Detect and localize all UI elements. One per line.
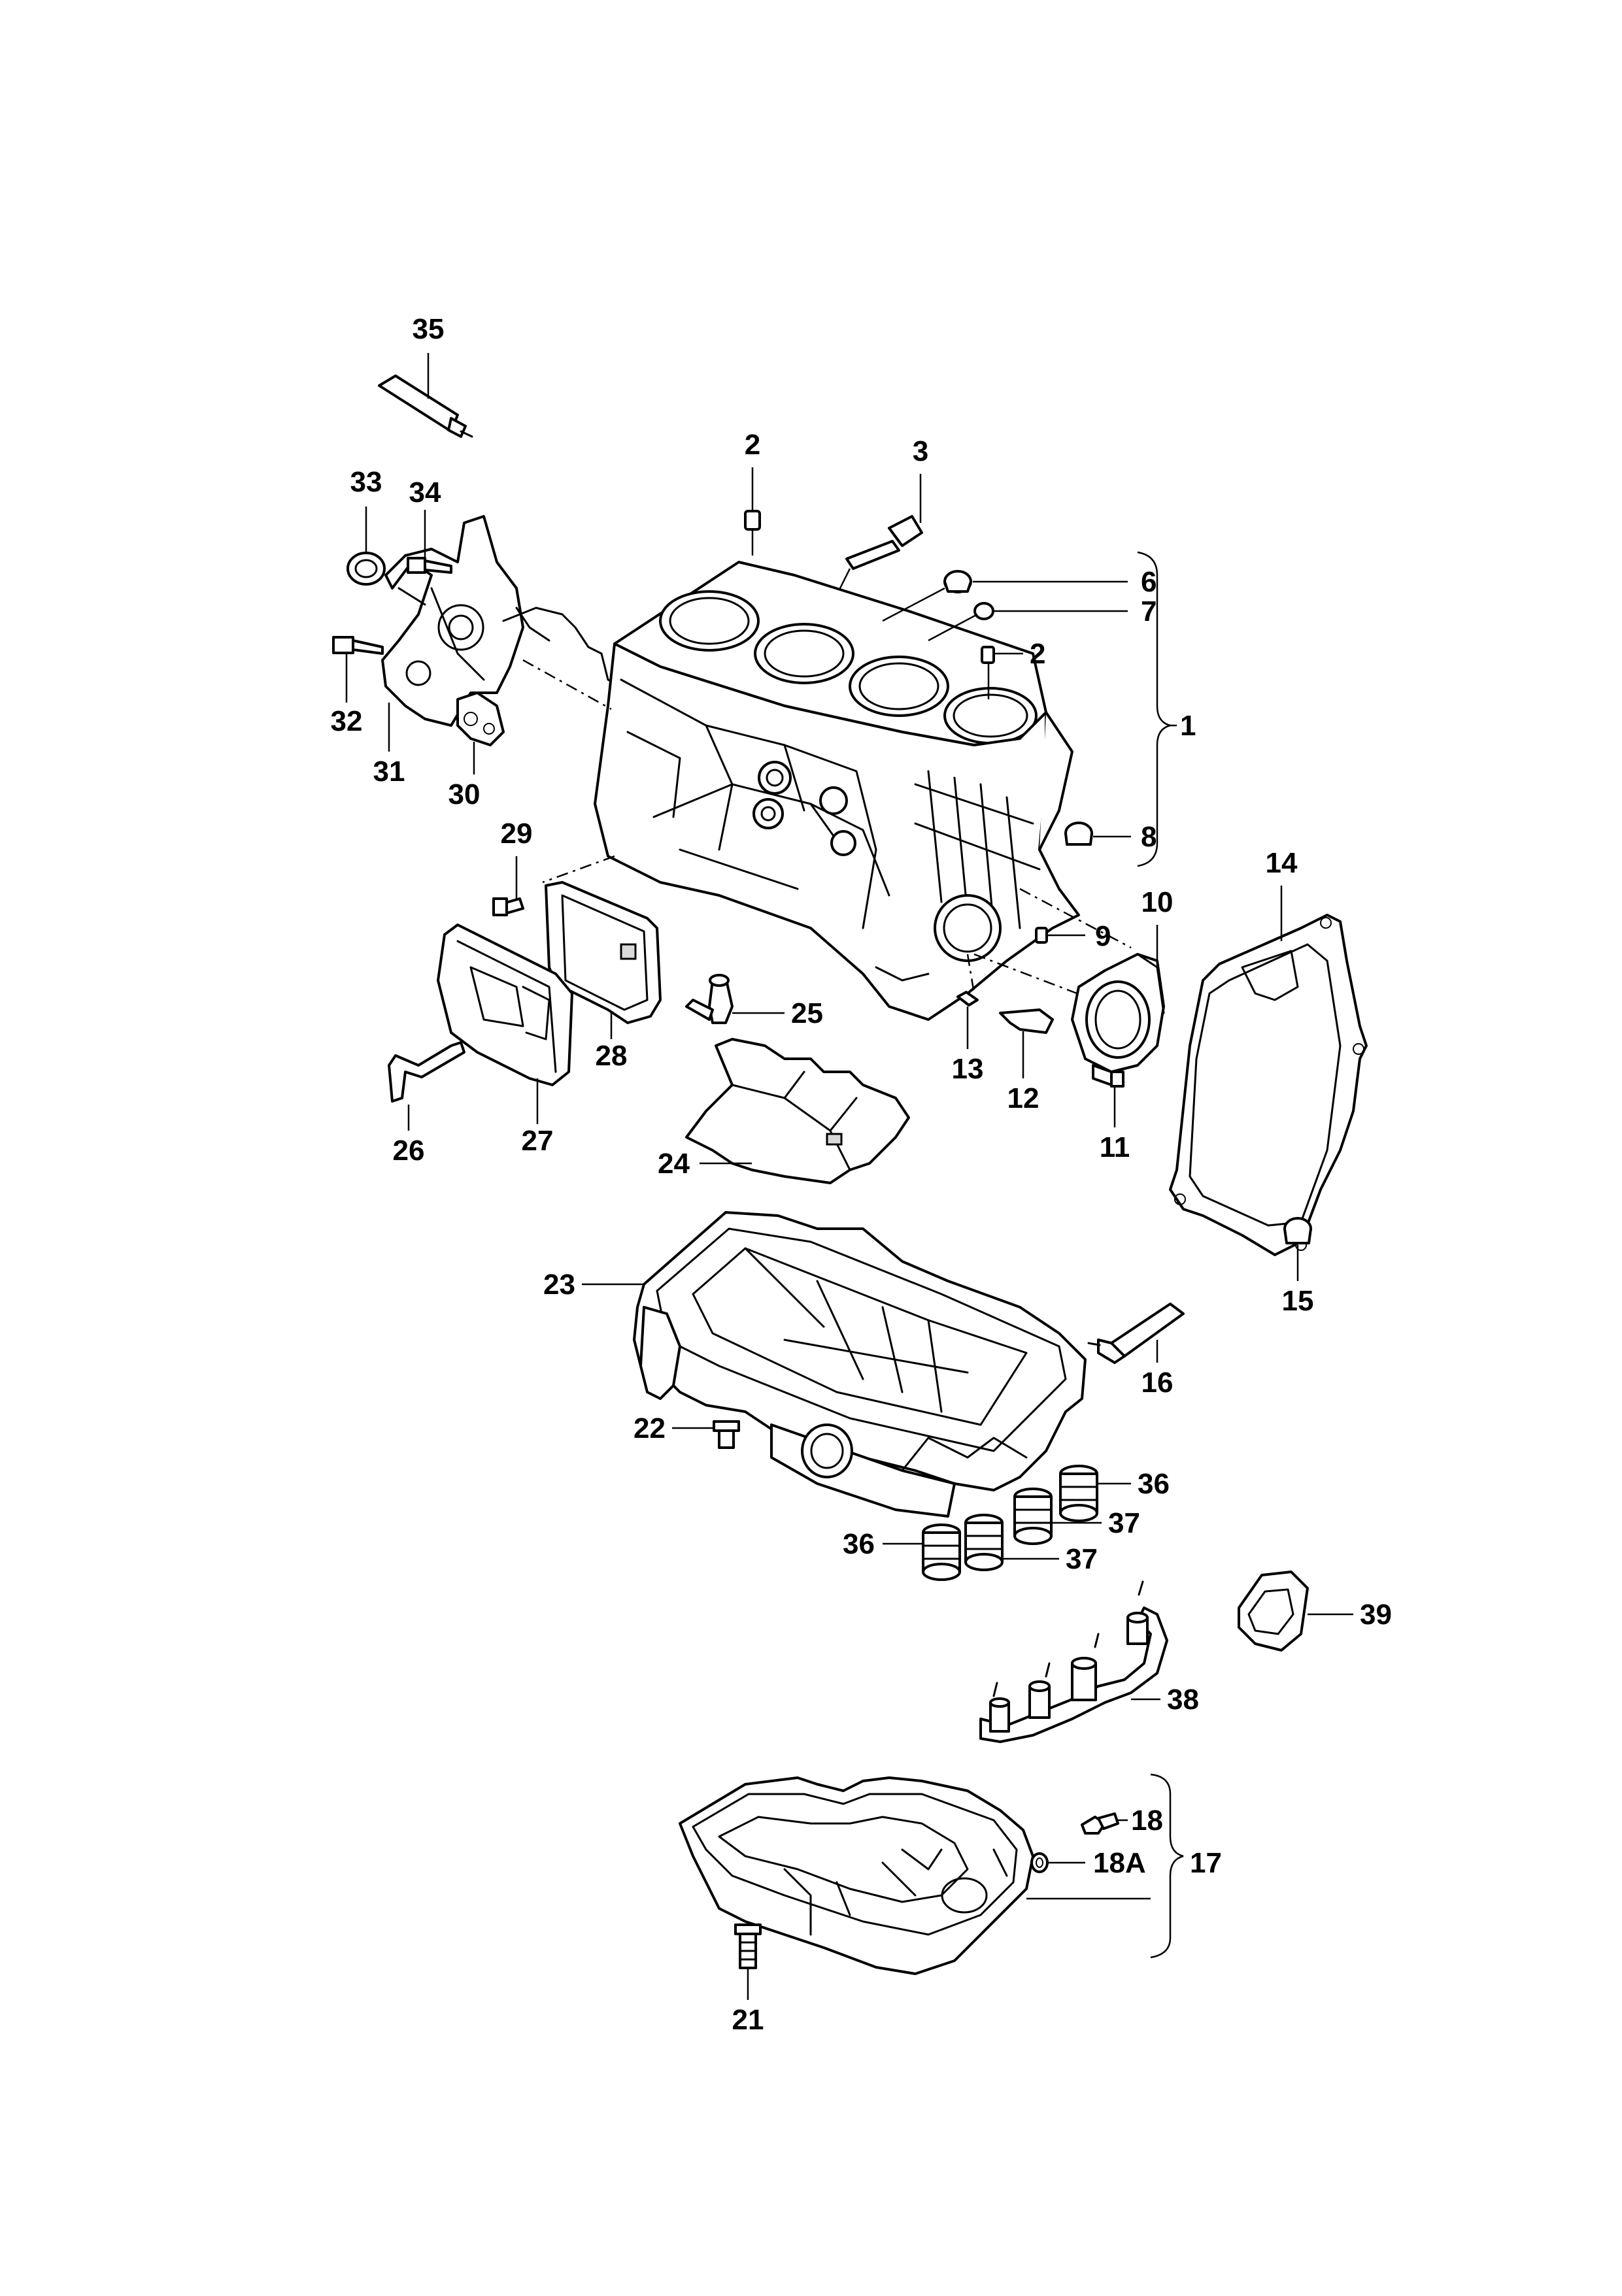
callout-21: 21 — [732, 2004, 764, 2036]
callout-18: 18 — [1131, 1805, 1163, 1837]
callout-2-right: 2 — [1030, 638, 1045, 670]
bracket-12 — [999, 1008, 1054, 1078]
callout-36-right: 36 — [1138, 1468, 1170, 1500]
callout-6: 6 — [1141, 566, 1157, 598]
callout-38: 38 — [1167, 1684, 1199, 1716]
callout-32: 32 — [331, 705, 363, 737]
bolt-29 — [492, 856, 524, 916]
mount-37-left — [964, 1514, 1059, 1571]
oil-nozzle-25 — [685, 974, 785, 1024]
mount-37-right — [1013, 1488, 1102, 1545]
hose-26 — [388, 1041, 465, 1131]
callout-29: 29 — [501, 818, 533, 850]
callout-26: 26 — [393, 1135, 425, 1167]
callout-30: 30 — [448, 778, 481, 810]
callout-39: 39 — [1360, 1599, 1392, 1631]
plug-8 — [1064, 822, 1131, 846]
callout-2-top: 2 — [745, 429, 760, 461]
callout-15: 15 — [1282, 1285, 1314, 1317]
callout-24: 24 — [658, 1148, 690, 1180]
cap-39 — [1238, 1571, 1353, 1652]
drain-bolt-18 — [1081, 1812, 1128, 1835]
cover-seal-strip — [502, 607, 622, 688]
timing-cover-31 — [381, 515, 524, 727]
callout-14: 14 — [1266, 847, 1298, 879]
callout-34: 34 — [409, 476, 441, 508]
bolt-11 — [1092, 1064, 1124, 1127]
lower-oil-pan-17 — [679, 1776, 1151, 1975]
head-bolt-3 — [839, 474, 923, 589]
callout-31: 31 — [373, 756, 405, 788]
plug-6 — [882, 570, 1128, 622]
plug-7 — [928, 602, 1128, 642]
gasket-30 — [456, 691, 505, 774]
sealant-tube-16 — [1087, 1303, 1185, 1364]
callout-13: 13 — [952, 1053, 984, 1085]
callout-23: 23 — [543, 1269, 575, 1301]
callout-28: 28 — [596, 1040, 628, 1072]
callout-12: 12 — [1007, 1082, 1039, 1114]
bolt-21 — [734, 1923, 762, 2000]
callout-labels: 35 33 34 32 31 30 2 3 6 7 2 1 8 29 14 10… — [331, 313, 1392, 2036]
callout-11: 11 — [1100, 1131, 1130, 1163]
bolt-32 — [332, 636, 384, 703]
callout-33: 33 — [350, 466, 382, 498]
callout-27: 27 — [522, 1125, 554, 1157]
callout-37-left: 37 — [1066, 1543, 1098, 1575]
dowel-9 — [1035, 927, 1085, 944]
callout-36-left: 36 — [843, 1528, 875, 1560]
oil-separator-27 — [437, 923, 573, 1124]
callout-7: 7 — [1141, 595, 1157, 627]
callout-37-right: 37 — [1108, 1507, 1140, 1539]
callout-1: 1 — [1180, 710, 1196, 742]
washer-18A — [1030, 1852, 1085, 1873]
upper-oil-pan-23 — [582, 1211, 1087, 1518]
callout-9: 9 — [1095, 920, 1111, 952]
callout-10: 10 — [1141, 886, 1174, 918]
harness-38 — [979, 1580, 1168, 1743]
callout-22: 22 — [634, 1412, 666, 1444]
cylinder-block-1 — [594, 561, 1080, 1021]
bolt-34 — [407, 510, 452, 574]
callout-25: 25 — [791, 997, 823, 1029]
callout-18A: 18A — [1093, 1847, 1146, 1879]
callout-17: 17 — [1190, 1847, 1222, 1879]
dowel-13 — [956, 991, 979, 1049]
bushing-15 — [1283, 1217, 1312, 1281]
mount-36-right — [1059, 1465, 1131, 1522]
callout-35: 35 — [413, 313, 445, 345]
callout-16: 16 — [1141, 1367, 1174, 1399]
bolt-22 — [672, 1420, 740, 1449]
sealant-tube-35 — [378, 353, 473, 438]
cover-plate-14 — [1169, 886, 1368, 1256]
dowel-2-right — [981, 646, 1023, 699]
baffle-24 — [685, 1038, 910, 1184]
callout-3: 3 — [913, 435, 928, 467]
callout-8: 8 — [1141, 821, 1157, 853]
seal-ring-33 — [346, 507, 386, 586]
bracket-17 — [1150, 1773, 1184, 1959]
dowel-2-top — [744, 467, 761, 556]
rear-seal-flange-10 — [1071, 925, 1165, 1073]
mount-36-left — [883, 1523, 961, 1581]
